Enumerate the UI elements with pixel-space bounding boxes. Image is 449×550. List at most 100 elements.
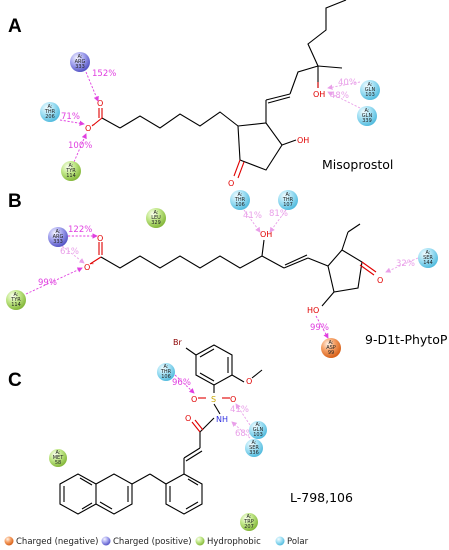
residue-node: A: LEU 329 bbox=[146, 208, 166, 228]
panel-b-letter: B bbox=[8, 191, 22, 212]
svg-text:99: 99 bbox=[328, 350, 334, 356]
svg-text:336: 336 bbox=[249, 450, 259, 456]
svg-text:206: 206 bbox=[45, 114, 55, 120]
svg-text:ARG: ARG bbox=[75, 59, 86, 65]
residue-node: A: THR 107 bbox=[278, 190, 298, 210]
svg-text:TYR: TYR bbox=[65, 168, 76, 174]
residue-node: A: ARG 333 bbox=[70, 52, 90, 72]
svg-text:333: 333 bbox=[53, 239, 63, 245]
svg-text:106: 106 bbox=[235, 202, 245, 208]
atom-br: Br bbox=[173, 338, 182, 347]
svg-text:A:: A: bbox=[13, 292, 18, 298]
hbond-line bbox=[73, 133, 87, 163]
svg-text:A:: A: bbox=[237, 192, 242, 198]
atom-oh-chain: OH bbox=[313, 90, 325, 99]
hbond-label: 41% bbox=[230, 405, 249, 415]
svg-text:A:: A: bbox=[68, 163, 73, 169]
panel-a: A O - O O OH bbox=[8, 0, 393, 188]
hbond-line bbox=[59, 119, 85, 126]
hbond-label: 48% bbox=[330, 91, 349, 101]
residue-node: A: THR 206 bbox=[40, 102, 60, 122]
hbond-label: 122% bbox=[68, 225, 92, 235]
svg-text:GLN: GLN bbox=[253, 427, 264, 433]
atom-o-minus: O bbox=[84, 263, 90, 272]
hbond-label: 32% bbox=[396, 259, 415, 269]
residue-node: A: GLN 339 bbox=[357, 106, 377, 126]
atom-o-amide: O bbox=[185, 414, 191, 423]
svg-text:GLN: GLN bbox=[362, 113, 373, 119]
svg-text:A:: A: bbox=[163, 364, 168, 370]
hbond-line bbox=[25, 267, 83, 295]
panel-c: C bbox=[8, 338, 353, 531]
svg-text:A:: A: bbox=[364, 108, 369, 114]
svg-text:A:: A: bbox=[153, 210, 158, 216]
svg-text:A:: A: bbox=[328, 340, 333, 346]
panel-a-structure bbox=[91, 0, 347, 179]
atom-minus: - bbox=[91, 259, 94, 268]
hbond-label: 71% bbox=[61, 112, 80, 122]
hbond-label: 41% bbox=[243, 211, 262, 221]
legend-item: Hydrophobic bbox=[195, 536, 261, 547]
svg-text:A:: A: bbox=[251, 440, 256, 446]
residue-node: A: TRP 207 bbox=[240, 513, 258, 531]
hbond-line bbox=[269, 209, 287, 233]
svg-text:A:: A: bbox=[367, 82, 372, 88]
panel-b-structure bbox=[89, 223, 377, 307]
svg-text:A:: A: bbox=[246, 514, 251, 520]
legend-item: Charged (positive) bbox=[101, 536, 192, 547]
atom-o-sulfonyl: O bbox=[191, 395, 197, 404]
residue-node: A: TYR 114 bbox=[6, 290, 26, 310]
residue-node: A: ARG 333 bbox=[48, 227, 68, 247]
svg-text:333: 333 bbox=[75, 64, 85, 70]
atom-minus: - bbox=[92, 120, 95, 129]
svg-text:THR: THR bbox=[234, 197, 246, 203]
svg-text:Polar: Polar bbox=[287, 537, 309, 547]
svg-text:A:: A: bbox=[425, 250, 430, 256]
svg-text:144: 144 bbox=[423, 260, 433, 266]
svg-text:TRP: TRP bbox=[243, 519, 254, 525]
atom-o-sulfonyl: O bbox=[230, 395, 236, 404]
hbond-label: 96% bbox=[172, 378, 191, 388]
hbond-line bbox=[61, 245, 85, 264]
hbond-label: 99% bbox=[38, 278, 57, 288]
svg-text:103: 103 bbox=[253, 432, 263, 438]
panel-c-structure bbox=[59, 344, 263, 515]
hbond-line bbox=[327, 91, 361, 109]
hbond-line bbox=[315, 315, 329, 339]
svg-text:THR: THR bbox=[282, 197, 294, 203]
svg-text:SER: SER bbox=[423, 255, 433, 261]
svg-text:107: 107 bbox=[283, 202, 293, 208]
residue-node: A: GLN 103 bbox=[249, 421, 267, 439]
svg-text:MET: MET bbox=[53, 455, 64, 461]
hbond-line bbox=[85, 71, 99, 102]
residue-node: A: THR 106 bbox=[230, 190, 250, 210]
svg-text:SER: SER bbox=[249, 445, 259, 451]
legend-item: Charged (negative) bbox=[4, 536, 98, 547]
hbond-line bbox=[174, 374, 195, 394]
residue-node: A: THR 106 bbox=[157, 363, 175, 381]
atom-o-ketone: O bbox=[228, 179, 234, 188]
svg-text:A:: A: bbox=[77, 54, 82, 60]
hbond-label: 152% bbox=[92, 69, 116, 79]
panel-b: B O - O OH O HO bbox=[6, 190, 448, 358]
hbond-line bbox=[327, 81, 361, 90]
hbond-label: 40% bbox=[338, 78, 357, 88]
svg-text:207: 207 bbox=[244, 524, 254, 530]
svg-text:TYR: TYR bbox=[10, 297, 21, 303]
svg-text:58: 58 bbox=[55, 460, 61, 466]
residue-node: A: GLN 103 bbox=[360, 80, 380, 100]
hbond-label: 68% bbox=[235, 429, 254, 439]
atom-o: O bbox=[97, 234, 103, 243]
svg-text:Charged (negative): Charged (negative) bbox=[16, 537, 98, 547]
compound-name: L-798,106 bbox=[290, 490, 353, 505]
atom-o-ketone: O bbox=[377, 276, 383, 285]
svg-text:ASP: ASP bbox=[326, 345, 336, 351]
svg-text:114: 114 bbox=[66, 173, 76, 179]
svg-text:A:: A: bbox=[285, 192, 290, 198]
residue-node: A: ASP 99 bbox=[321, 338, 341, 358]
atom-o: O bbox=[97, 99, 103, 108]
hbond-label: 100% bbox=[68, 141, 92, 151]
atom-o-minus: O bbox=[85, 124, 91, 133]
compound-name: Misoprostol bbox=[322, 157, 393, 172]
